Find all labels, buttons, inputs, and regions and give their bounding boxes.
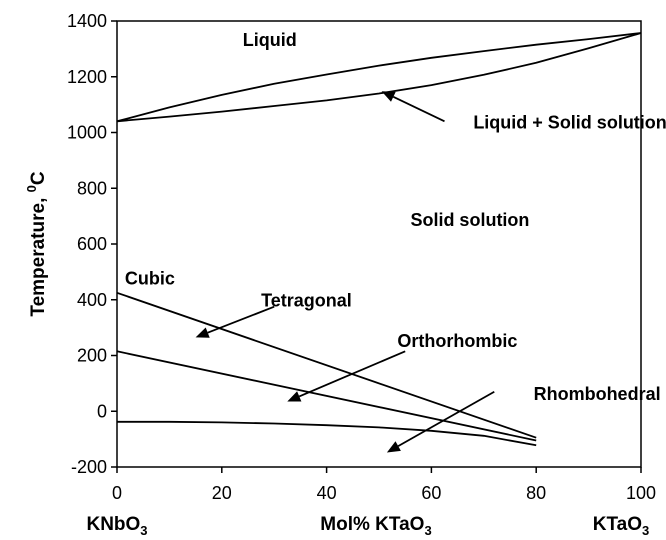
- region-label-solid-solution: Solid solution: [410, 210, 529, 230]
- x-tick-label: 40: [317, 483, 337, 503]
- x-endpoint-label-right: KTaO3: [593, 514, 650, 538]
- x-tick-label: 20: [212, 483, 232, 503]
- phase-boundary-line-3: [116, 291, 537, 439]
- y-tick-label: 200: [77, 346, 107, 366]
- x-tick-label: 60: [421, 483, 441, 503]
- phase-boundary-line-1: [116, 32, 642, 123]
- phase-boundary-line-4: [116, 350, 537, 442]
- y-tick-label: 1400: [67, 11, 107, 31]
- region-label-liquid: Liquid: [243, 30, 297, 50]
- pointer-arrow-1: [381, 91, 445, 123]
- y-tick-label: 0: [97, 401, 107, 421]
- region-label-orthorhombic: Orthorhombic: [397, 331, 517, 351]
- region-label-rhombohedral: Rhombohedral: [534, 384, 661, 404]
- x-tick-label: 100: [626, 483, 656, 503]
- y-tick-label: 400: [77, 290, 107, 310]
- x-tick-label: 80: [526, 483, 546, 503]
- pointer-arrow-3: [287, 350, 406, 402]
- x-axis-label: Mol% KTaO3: [320, 514, 431, 538]
- region-label-cubic: Cubic: [125, 268, 175, 288]
- y-tick-label: 800: [77, 178, 107, 198]
- phase-boundary-line-5: [117, 420, 537, 447]
- pointer-arrow-4: [386, 390, 495, 453]
- y-axis-label: Temperature, 0C: [24, 171, 49, 316]
- region-label-tetragonal: Tetragonal: [261, 291, 352, 311]
- y-tick-label: 1200: [67, 67, 107, 87]
- phase-boundary-line-2: [116, 32, 642, 123]
- series-layer: [116, 32, 642, 447]
- y-tick-label: 600: [77, 234, 107, 254]
- label-layer: Temperature, 0C Mol% KTaO3 KNbO3 KTaO3 Liqui…: [24, 30, 666, 538]
- y-tick-label: 1000: [67, 123, 107, 143]
- y-tick-label: -200: [71, 457, 107, 477]
- arrow-layer: [195, 91, 495, 453]
- x-endpoint-label-left: KNbO3: [86, 514, 147, 538]
- pointer-arrow-2: [195, 305, 275, 338]
- region-label-liquid-solid-solution: Liquid + Solid solution: [473, 112, 666, 132]
- x-tick-label: 0: [112, 483, 122, 503]
